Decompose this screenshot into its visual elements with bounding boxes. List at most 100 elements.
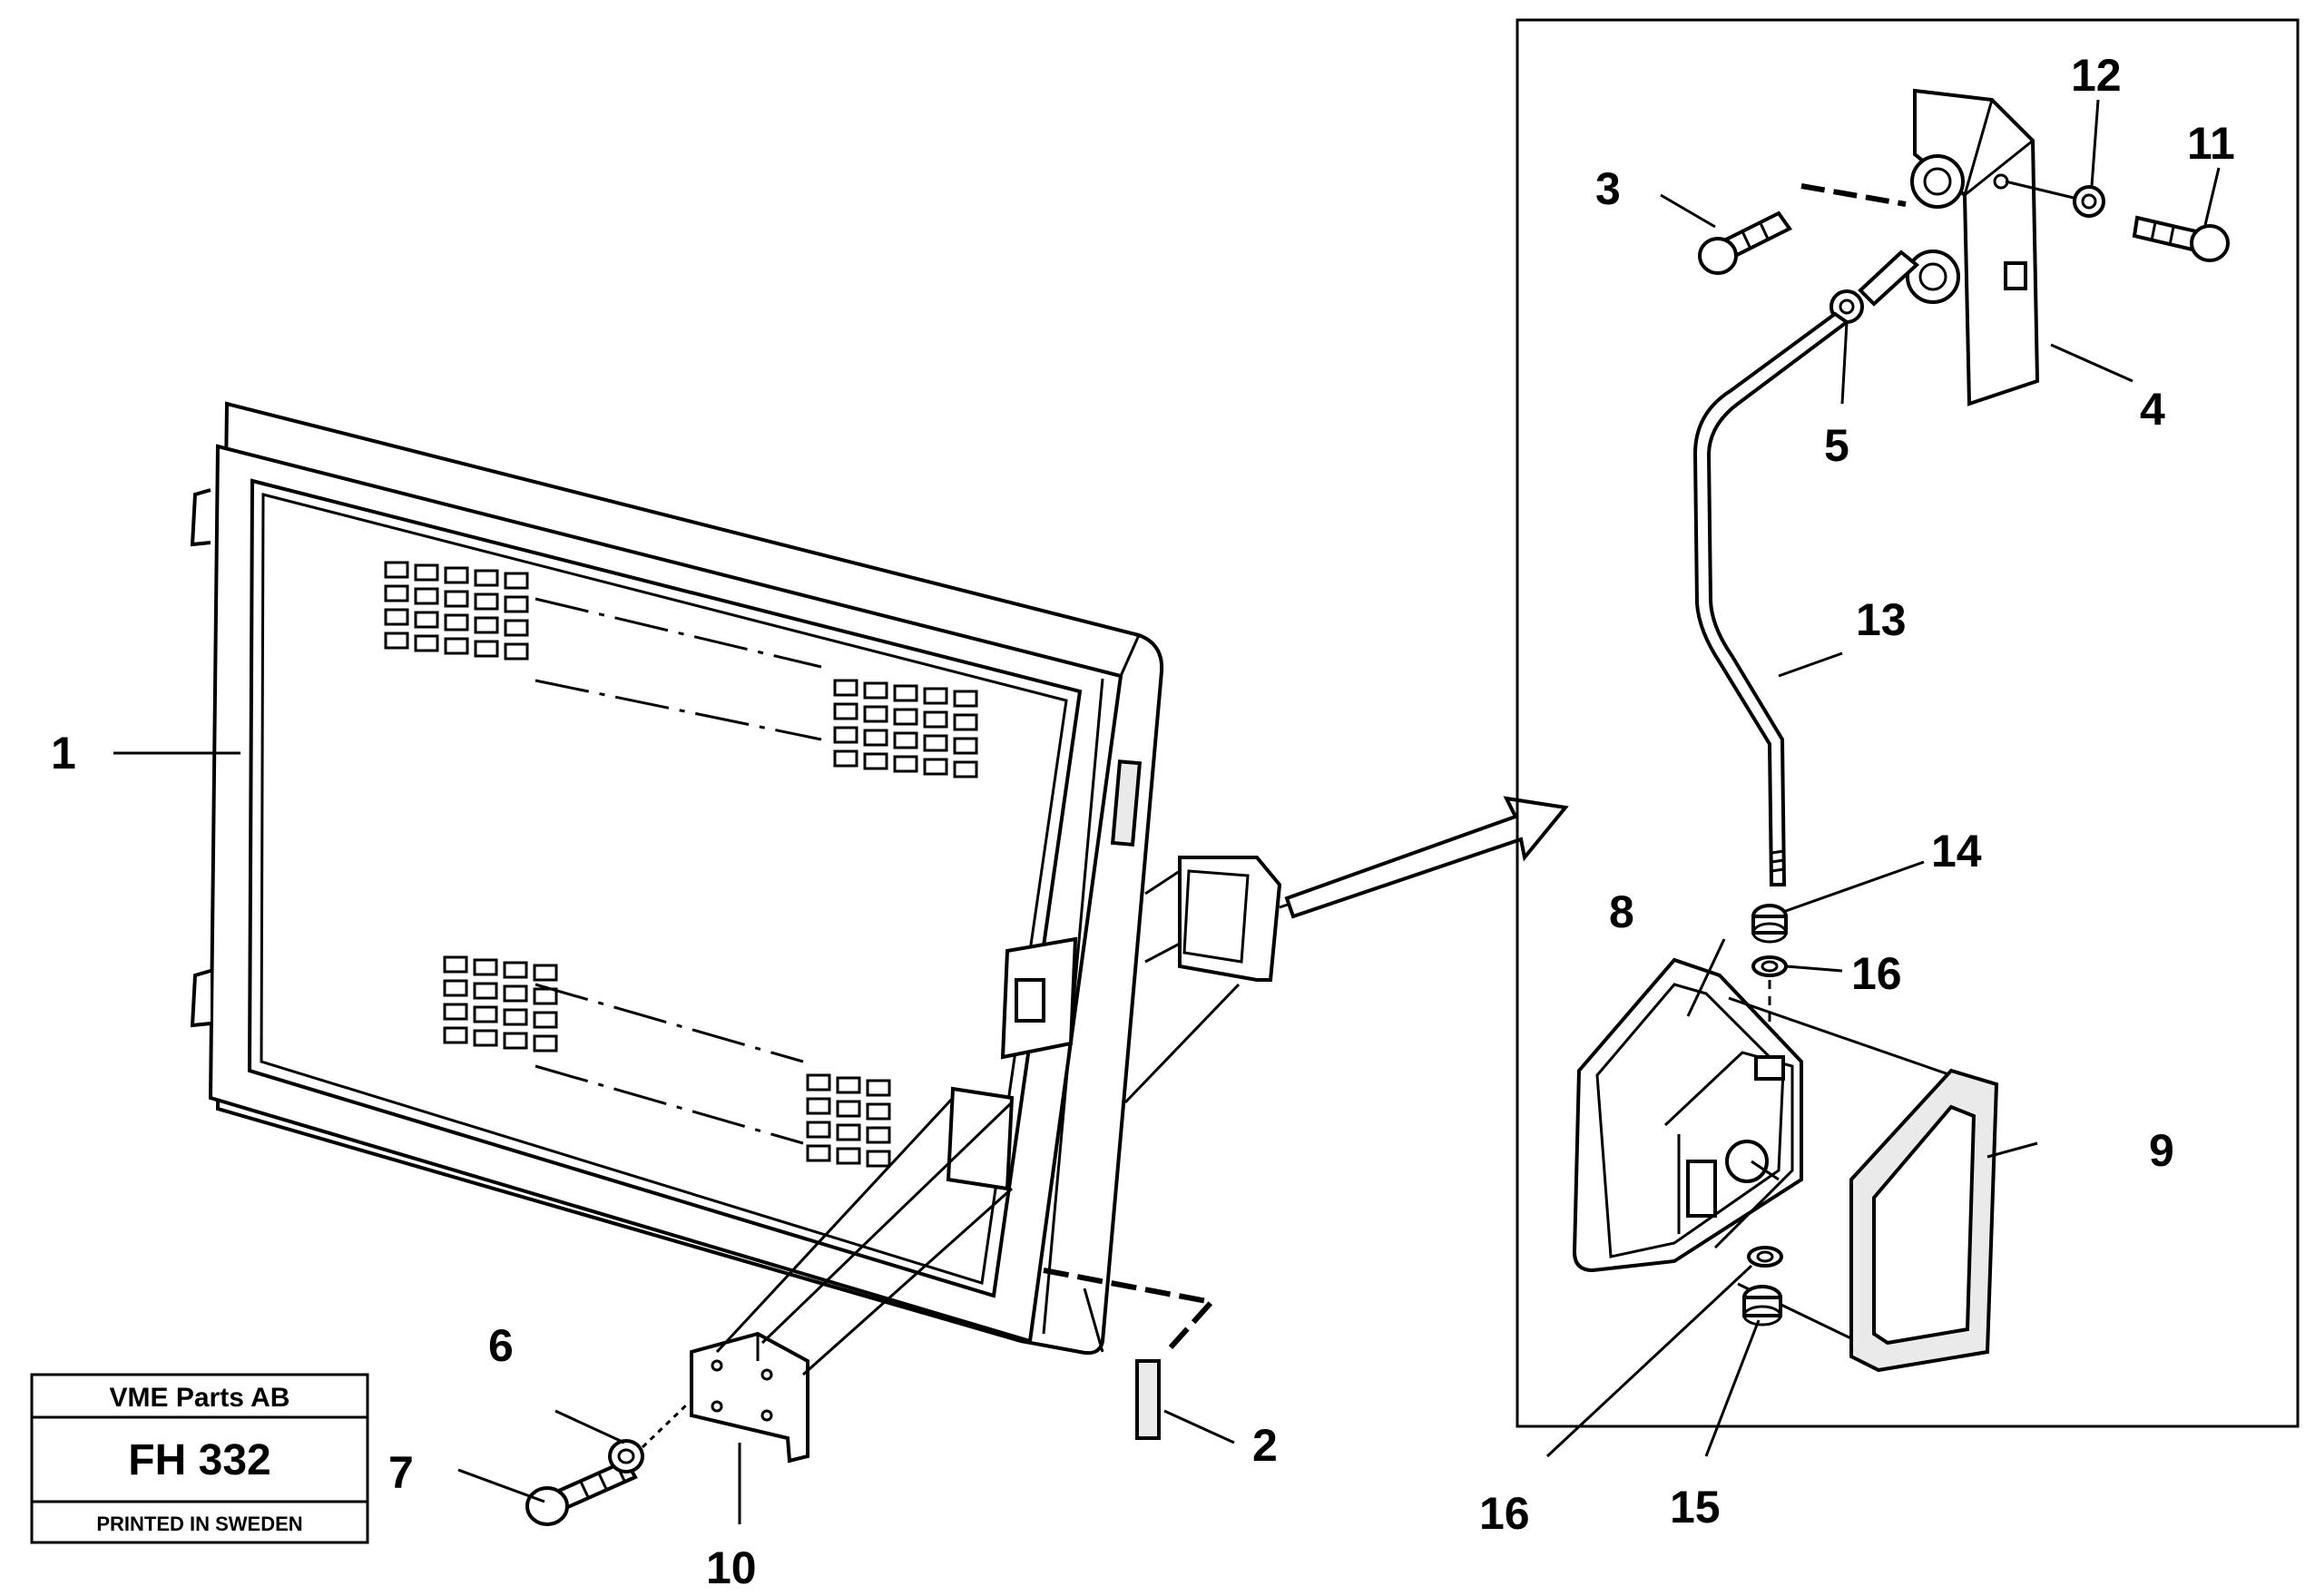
- vent-slot: [953, 713, 978, 731]
- vent-slot: [414, 611, 439, 629]
- label-16-bottom: 16: [1479, 1488, 1530, 1539]
- vent-slot: [863, 729, 888, 747]
- vent-slot: [953, 737, 978, 755]
- vent-slot: [923, 758, 948, 776]
- label-13: 13: [1856, 594, 1907, 645]
- vent-slot: [833, 726, 858, 744]
- bracket-part-10: [690, 1096, 1014, 1464]
- vent-slot: [443, 955, 468, 974]
- vent-slot: [443, 1026, 468, 1044]
- vent-slot: [444, 566, 469, 584]
- label-2: 2: [1252, 1420, 1278, 1471]
- vent-slot: [893, 731, 918, 749]
- vent-slot: [504, 572, 529, 590]
- vent-slot: [863, 752, 888, 770]
- label-6: 6: [488, 1320, 514, 1371]
- washer-part-16-bottom: [1747, 1246, 1783, 1268]
- vent-slot: [866, 1102, 891, 1121]
- vent-slot: [443, 1003, 468, 1021]
- vent-slot: [533, 1011, 558, 1029]
- nut-part-14: [1751, 904, 1788, 944]
- label-4: 4: [2140, 384, 2165, 435]
- leader-lines: [113, 99, 2221, 1524]
- vent-slot: [473, 982, 498, 1000]
- vent-slot: [474, 592, 499, 611]
- vent-slot: [836, 1076, 861, 1094]
- vent-slot: [473, 958, 498, 976]
- label-15: 15: [1670, 1482, 1721, 1532]
- vent-grid-top-left: [384, 561, 529, 661]
- label-14: 14: [1931, 826, 1982, 876]
- vent-slot: [806, 1097, 831, 1115]
- label-9: 9: [2149, 1125, 2174, 1176]
- washer-part-6: [608, 1400, 692, 1474]
- company-name: VME Parts AB: [110, 1383, 290, 1413]
- vent-slot: [384, 584, 409, 602]
- vent-slot: [833, 679, 858, 697]
- label-12: 12: [2071, 50, 2122, 101]
- label-5: 5: [1824, 420, 1849, 471]
- bolt-part-3: [1698, 183, 1907, 275]
- vent-slot: [923, 734, 948, 752]
- vent-slot: [863, 705, 888, 723]
- vent-slot: [503, 1032, 528, 1050]
- vent-slot: [866, 1126, 891, 1144]
- vent-slot: [923, 687, 948, 705]
- bolt-part-11: [2132, 215, 2230, 262]
- vent-grid-top-right: [833, 679, 978, 778]
- gasket-part-9: [1849, 1068, 1999, 1373]
- rod-part-13: [1692, 311, 1850, 886]
- drawing-code: FH 332: [128, 1436, 270, 1484]
- washer-part-12: [2005, 180, 2105, 218]
- vent-slot: [806, 1144, 831, 1162]
- vent-grid-bottom-left: [443, 955, 558, 1053]
- label-16-right: 16: [1851, 948, 1902, 999]
- vent-slot: [503, 984, 528, 1003]
- label-3: 3: [1595, 163, 1621, 214]
- vent-slot: [503, 961, 528, 979]
- housing-part-8: [1572, 957, 1952, 1345]
- vent-slot: [953, 760, 978, 778]
- vent-slot: [533, 964, 558, 982]
- vent-slot: [444, 590, 469, 608]
- vent-slot: [474, 616, 499, 634]
- bolt-part-7: [525, 1458, 638, 1526]
- nut-part-15: [1742, 1285, 1782, 1327]
- vent-slot: [443, 979, 468, 997]
- vent-slot: [414, 563, 439, 582]
- vent-slot: [863, 681, 888, 700]
- vent-slot: [893, 708, 918, 726]
- vent-slot: [836, 1147, 861, 1165]
- vent-slot: [836, 1100, 861, 1118]
- vent-slot: [503, 1008, 528, 1026]
- door-panel: [190, 401, 1164, 1356]
- vent-slot: [414, 634, 439, 652]
- label-8: 8: [1609, 886, 1634, 937]
- detail-frame: [1516, 18, 2300, 1428]
- vent-slot: [836, 1123, 861, 1141]
- vent-slot: [504, 642, 529, 661]
- vent-slot: [806, 1121, 831, 1139]
- vent-slot: [414, 587, 439, 605]
- bracket-part-4: [1906, 88, 2040, 406]
- vent-slot: [473, 1005, 498, 1023]
- label-10: 10: [706, 1542, 757, 1593]
- vent-slot: [866, 1150, 891, 1168]
- label-1: 1: [51, 728, 76, 778]
- vent-slot: [473, 1029, 498, 1047]
- title-block: VME Parts AB FH 332 PRINTED IN SWEDEN: [30, 1373, 369, 1544]
- nut-part-5: [1829, 250, 1920, 324]
- vent-slot: [504, 619, 529, 637]
- vent-slot: [806, 1073, 831, 1092]
- vent-slot: [504, 595, 529, 613]
- label-11: 11: [2187, 118, 2235, 169]
- vent-grid-bottom-right: [806, 1073, 891, 1168]
- vent-slot: [533, 987, 558, 1005]
- vent-slot: [384, 632, 409, 650]
- vent-slot: [893, 755, 918, 773]
- vent-slot: [833, 702, 858, 720]
- vent-slot: [474, 569, 499, 587]
- vent-slot: [533, 1034, 558, 1053]
- label-7: 7: [388, 1447, 414, 1498]
